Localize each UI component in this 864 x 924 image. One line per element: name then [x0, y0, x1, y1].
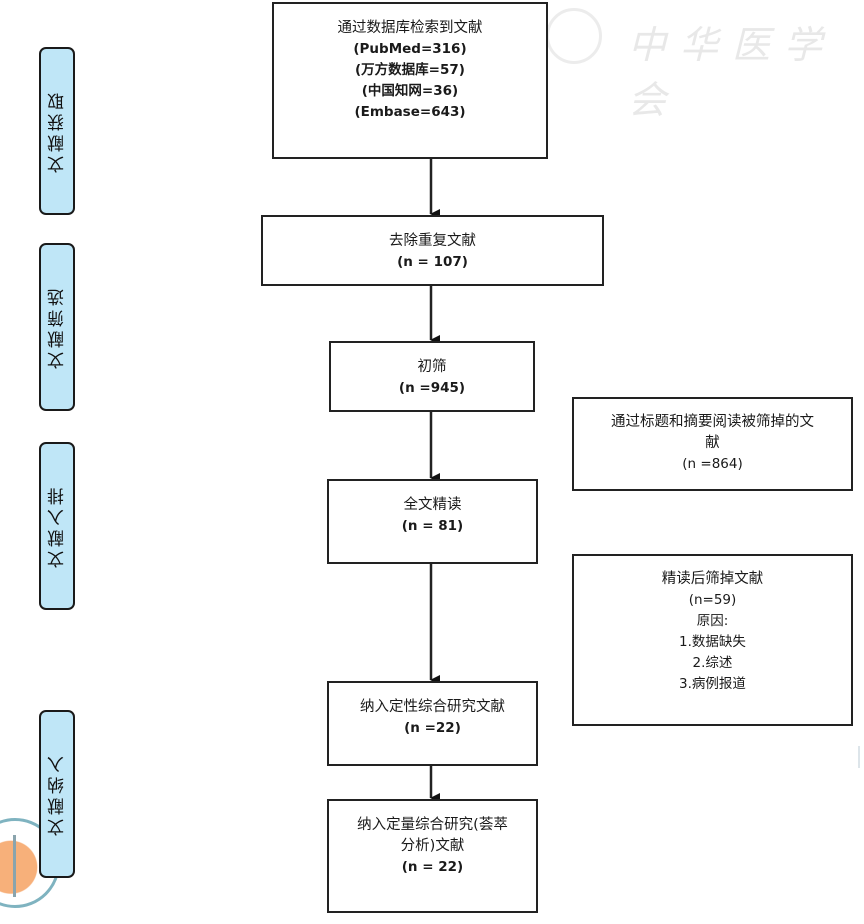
reason-item: 3.病例报道 [679, 676, 746, 692]
source-count-wanfang: (万方数据库=57) [355, 62, 465, 78]
box-identified: 通过数据库检索到文献 (PubMed=316) (万方数据库=57) (中国知网… [272, 2, 548, 159]
source-count-embase: (Embase=643) [354, 104, 466, 120]
box-qualitative: 纳入定性综合研究文献 (n =22) [327, 681, 538, 766]
stage-label-inclusion: 文献纳入 [39, 710, 75, 878]
box-title-line2: 分析)文献 [400, 838, 465, 854]
box-title: 通过数据库检索到文献 [337, 20, 483, 36]
box-excluded-title-abstract: 通过标题和摘要阅读被筛掉的文 献 (n =864) [572, 397, 853, 491]
box-title: 纳入定性综合研究文献 [360, 699, 505, 715]
box-title: 全文精读 [403, 497, 462, 513]
source-count-cnki: (中国知网=36) [361, 83, 459, 99]
box-full-text: 全文精读 (n = 81) [327, 479, 538, 564]
box-title-line2: 献 [705, 435, 720, 451]
box-title: 去除重复文献 [389, 233, 476, 249]
box-initial-screen: 初筛 (n =945) [329, 341, 535, 412]
box-title-line1: 纳入定量综合研究(荟萃 [357, 817, 508, 833]
edge-mark [858, 746, 860, 768]
box-title: 初筛 [417, 359, 447, 375]
box-count: (n =22) [404, 720, 461, 736]
box-count: (n=59) [688, 592, 737, 608]
watermark-text: 中华医学会 [628, 23, 837, 122]
box-count: (n =945) [398, 380, 466, 396]
box-deduplicated: 去除重复文献 (n = 107) [261, 215, 604, 286]
box-quantitative: 纳入定量综合研究(荟萃 分析)文献 (n = 22) [327, 799, 538, 913]
stage-label-eligibility: 文献入排 [39, 442, 75, 610]
stage-label-screening: 文献筛选 [39, 243, 75, 411]
box-title-line1: 通过标题和摘要阅读被筛掉的文 [611, 414, 814, 430]
box-count: (n = 81) [401, 518, 464, 534]
box-count: (n =864) [682, 456, 743, 472]
reason-item: 2.综述 [692, 655, 733, 671]
source-count-pubmed: (PubMed=316) [353, 41, 467, 57]
reason-item: 1.数据缺失 [679, 634, 746, 650]
box-count: (n = 107) [397, 254, 468, 270]
box-excluded-full-text: 精读后筛掉文献 (n=59) 原因: 1.数据缺失 2.综述 3.病例报道 [572, 554, 853, 726]
box-count: (n = 22) [401, 859, 464, 875]
box-title: 精读后筛掉文献 [661, 571, 764, 587]
stage-label-acquisition: 文献获取 [39, 47, 75, 215]
reason-label: 原因: [696, 613, 729, 629]
